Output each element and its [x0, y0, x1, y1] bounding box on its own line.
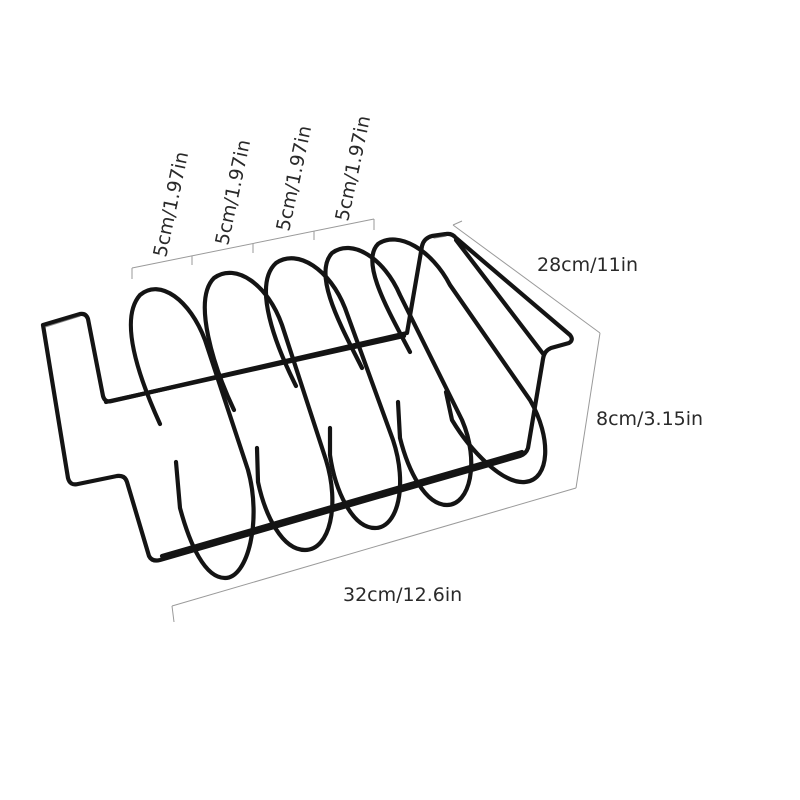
dimension-guides [131, 218, 601, 623]
wire-highlight [44, 315, 81, 328]
rib-rack-icon [40, 231, 574, 581]
rib-holder-loop [128, 287, 256, 581]
rack-front-rail [159, 449, 525, 559]
height-label: 8cm/3.15in [596, 408, 703, 430]
spacing-label: 5cm/1.97in [149, 150, 193, 259]
rib-holder-loop [323, 246, 474, 508]
rib-holder-loop [263, 256, 403, 531]
depth-label: 28cm/11in [537, 254, 638, 276]
height-guide-line [575, 332, 601, 489]
depth-tick [452, 220, 463, 226]
depth-guide-line [452, 224, 601, 334]
length-guide-line [171, 487, 577, 607]
spacing-label: 5cm/1.97in [211, 138, 255, 247]
length-label: 32cm/12.6in [343, 584, 462, 606]
rack-right-rail [453, 237, 547, 358]
rib-holder-loop [370, 237, 548, 485]
rib-holder-loop [202, 270, 335, 553]
wire-highlight [433, 235, 447, 239]
length-tick [171, 605, 175, 623]
rack-rear-rail [103, 333, 407, 405]
spacing-label: 5cm/1.97in [272, 124, 316, 233]
spacing-guide-line [131, 218, 375, 269]
spacing-label: 5cm/1.97in [331, 114, 375, 223]
